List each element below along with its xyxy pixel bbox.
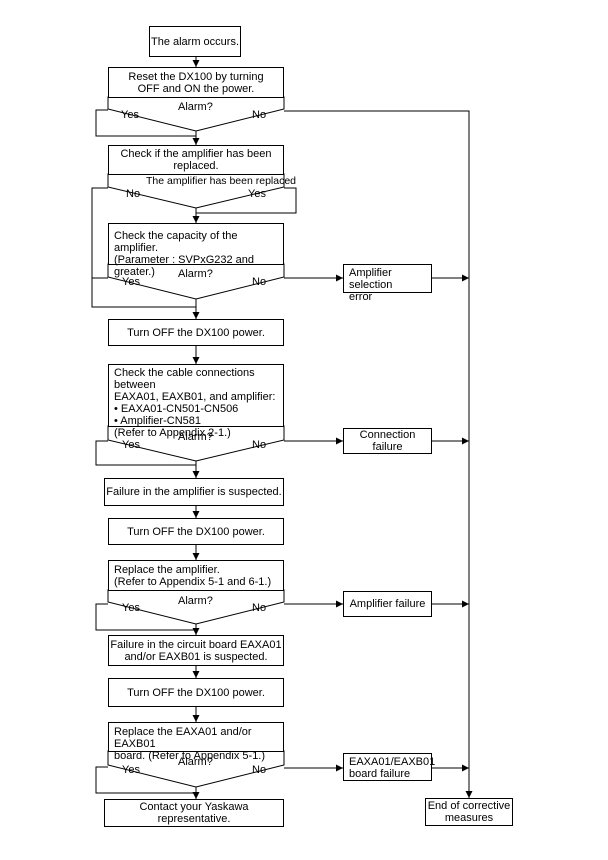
contact-yaskawa-box: Contact your Yaskawa representative. [104, 799, 284, 827]
replace-amplifier-box: Replace the amplifier. (Refer to Appendi… [108, 560, 284, 591]
amplifier-selection-error-box: Amplifier selection error [343, 264, 432, 303]
amplifier-failure-text: Amplifier failure [349, 598, 426, 610]
bypass-line [91, 187, 196, 308]
board-failure-text: EAXA01/EAXB01 board failure [349, 756, 436, 780]
power-off-box: Turn OFF the DX100 power. [108, 319, 284, 346]
decision-question: Alarm? [178, 101, 213, 113]
check-replaced-text: Check if the amplifier has been replaced… [120, 148, 272, 172]
power-off-text: Turn OFF the DX100 power. [127, 326, 265, 339]
amplifier-suspected-text: Failure in the amplifier is suspected. [106, 486, 282, 498]
board-suspected-text: Failure in the circuit board EAXA01 and/… [110, 638, 282, 663]
power-off-box: Turn OFF the DX100 power. [108, 678, 284, 707]
board-failure-box: EAXA01/EAXB01 board failure [343, 753, 436, 781]
decision-question: Alarm? [178, 756, 213, 768]
no-label: No [252, 602, 267, 614]
replace-board-text: Replace the EAXA01 and/or EAXB01 board. … [114, 726, 266, 762]
no-branch-to-end-arrow [284, 110, 473, 798]
check-capacity-text: Check the capacity of the amplifier. (Pa… [114, 230, 255, 278]
yes-loop-line [196, 187, 297, 214]
amplifier-selection-error-text: Amplifier selection error [349, 267, 393, 303]
power-off-text: Turn OFF the DX100 power. [127, 525, 265, 538]
yes-loop-line [95, 109, 196, 137]
amplifier-suspected-box: Failure in the amplifier is suspected. [104, 478, 284, 506]
yes-loop-line [95, 766, 196, 794]
no-label: No [252, 764, 267, 776]
no-label: No [252, 439, 267, 451]
yes-label: Yes [121, 109, 139, 121]
no-label: No [252, 276, 267, 288]
decision-question: Alarm? [178, 431, 213, 443]
check-cables-text: Check the cable connections between EAXA… [114, 367, 276, 439]
end-text: End of corrective measures [427, 800, 511, 824]
connection-failure-text: Connection failure [359, 429, 416, 453]
power-off-text: Turn OFF the DX100 power. [127, 686, 265, 699]
connection-failure-box: Connection failure [343, 428, 432, 454]
yes-loop-line [95, 440, 196, 466]
decision-question: Alarm? [178, 268, 213, 280]
reset-power-text: Reset the DX100 by turning OFF and ON th… [128, 70, 264, 95]
check-replaced-box: Check if the amplifier has been replaced… [108, 145, 284, 175]
decision-question: The amplifier has been replaced [146, 175, 297, 187]
decision-question: Alarm? [178, 595, 213, 607]
no-label: No [126, 188, 141, 200]
no-label: No [252, 109, 267, 121]
board-suspected-box: Failure in the circuit board EAXA01 and/… [108, 635, 284, 666]
start-text: The alarm occurs. [150, 35, 240, 48]
yes-label: Yes [122, 439, 140, 451]
yes-label: Yes [122, 764, 140, 776]
yes-label: Yes [122, 276, 140, 288]
yes-loop-line [95, 603, 196, 631]
power-off-box: Turn OFF the DX100 power. [108, 518, 284, 545]
contact-yaskawa-text: Contact your Yaskawa representative. [139, 801, 249, 825]
replace-amplifier-text: Replace the amplifier. (Refer to Appendi… [114, 564, 272, 588]
check-capacity-box: Check the capacity of the amplifier. (Pa… [108, 223, 284, 278]
check-cables-box: Check the cable connections between EAXA… [108, 364, 284, 439]
end-box: End of corrective measures [425, 798, 513, 826]
amplifier-failure-box: Amplifier failure [343, 591, 432, 617]
yes-label: Yes [122, 602, 140, 614]
yes-label: Yes [248, 188, 266, 200]
reset-power-box: Reset the DX100 by turning OFF and ON th… [108, 67, 284, 98]
replace-board-box: Replace the EAXA01 and/or EAXB01 board. … [108, 722, 284, 762]
start-box: The alarm occurs. [149, 26, 241, 57]
